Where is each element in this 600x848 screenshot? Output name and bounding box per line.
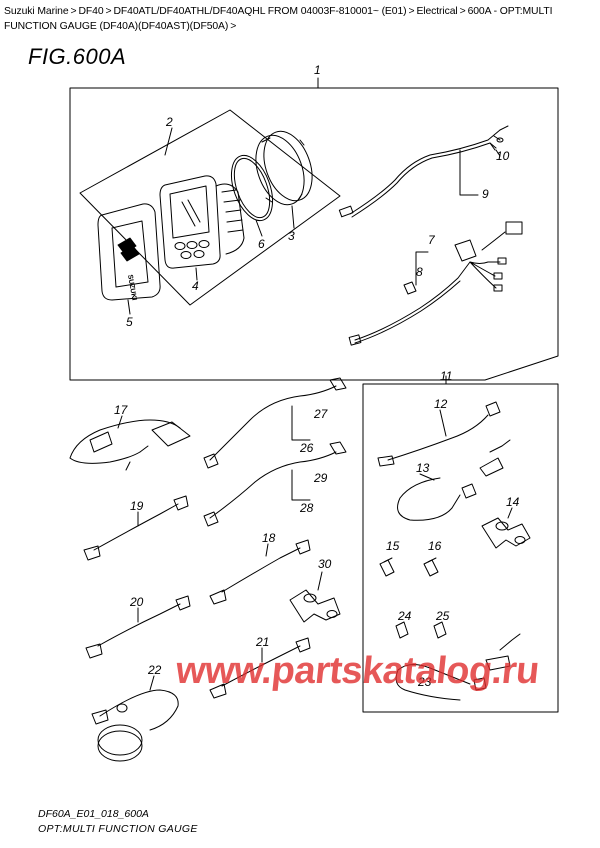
sensor-cable-17 (69, 419, 191, 471)
callout-29: 29 (313, 471, 328, 485)
breadcrumb-item-current: 600A - OPT:MULTI FUNCTION GAUGE (DF40A)(… (4, 6, 553, 32)
callout-13: 13 (416, 461, 430, 475)
terminator-25 (433, 621, 447, 639)
watermark: www.partskatalog.ru (173, 650, 542, 692)
cable-26-27 (203, 377, 347, 469)
callout-6: 6 (258, 237, 265, 251)
bracket-9-10 (459, 149, 479, 196)
gauge-body-part (159, 175, 245, 269)
bracket-26-27 (291, 405, 311, 441)
cable-21 (209, 637, 311, 699)
callout-28: 28 (299, 501, 314, 515)
breadcrumb-item-electrical[interactable]: Electrical (416, 6, 458, 17)
sensor-22 (91, 689, 179, 762)
figure-code: DF60A_E01_018_600A (38, 808, 149, 820)
harness-9-part (338, 125, 509, 218)
callout-22: 22 (147, 663, 162, 677)
t-connector-14 (481, 517, 531, 549)
callout-4: 4 (192, 279, 199, 293)
callout-27: 27 (313, 407, 329, 421)
leader-4 (195, 267, 198, 281)
kit-frame-upper (69, 87, 559, 381)
leader-3 (291, 205, 295, 229)
callout-15: 15 (386, 539, 400, 553)
leader-18 (265, 543, 269, 557)
kit-frame-lower (362, 383, 559, 713)
backbone-cable-13 (397, 439, 511, 521)
leader-10 (489, 142, 496, 151)
breadcrumb-separator: > (230, 21, 237, 32)
callout-1: 1 (314, 63, 321, 77)
leader-2 (164, 127, 173, 156)
breadcrumb-item-df40[interactable]: DF40 (78, 6, 104, 17)
callout-26: 26 (299, 441, 314, 455)
breadcrumb-item-model[interactable]: DF40ATL/DF40ATHL/DF40AQHL FROM 04003F-81… (113, 6, 407, 17)
terminator-16 (423, 557, 439, 577)
cover-part: SUZUKI (97, 203, 161, 301)
callout-5: 5 (126, 315, 133, 329)
backbone-cable-12 (377, 401, 501, 467)
callout-2: 2 (165, 115, 173, 129)
callout-14: 14 (506, 495, 520, 509)
callout-25: 25 (435, 609, 450, 623)
callout-16: 16 (428, 539, 442, 553)
callout-30: 30 (318, 557, 332, 571)
callout-20: 20 (129, 595, 144, 609)
callout-10: 10 (496, 149, 510, 163)
bracket-7-8 (415, 251, 429, 286)
t-connector-30 (289, 589, 341, 623)
leader-22 (149, 675, 155, 691)
leader-5 (127, 299, 131, 315)
callout-7: 7 (428, 233, 436, 247)
figure-caption: OPT:MULTI FUNCTION GAUGE (38, 823, 198, 835)
callout-17: 17 (114, 403, 129, 417)
callout-9: 9 (482, 187, 489, 201)
callout-24: 24 (397, 609, 412, 623)
cable-18 (209, 539, 311, 605)
terminator-24 (395, 621, 409, 639)
cable-20 (85, 595, 191, 659)
leader-12 (439, 409, 447, 437)
leader-13 (419, 473, 435, 481)
callout-11: 11 (440, 369, 452, 383)
leader-6 (255, 219, 263, 237)
breadcrumb-separator: > (459, 6, 466, 17)
callout-3: 3 (288, 229, 295, 243)
callout-18: 18 (262, 531, 276, 545)
o-ring-part (230, 154, 274, 222)
bracket-28-29 (291, 469, 311, 501)
breadcrumb-separator: > (105, 6, 112, 17)
cable-28-29 (203, 441, 347, 527)
harness-7-part (348, 221, 523, 346)
cable-19 (83, 495, 189, 561)
svg-text:SUZUKI: SUZUKI (126, 274, 137, 301)
gauge-box-outline (79, 109, 341, 306)
leader-30 (317, 571, 323, 591)
breadcrumb: Suzuki Marine>DF40>DF40ATL/DF40ATHL/DF40… (4, 4, 594, 34)
leader-14 (507, 507, 513, 519)
breadcrumb-separator: > (70, 6, 77, 17)
callout-23: 23 (417, 675, 432, 689)
figure-title: FIG.600A (28, 44, 127, 69)
cable-23 (395, 633, 521, 701)
terminator-15 (379, 557, 395, 577)
callout-19: 19 (130, 499, 144, 513)
breadcrumb-separator: > (408, 6, 415, 17)
breadcrumb-item-suzuki-marine[interactable]: Suzuki Marine (4, 6, 69, 17)
leader-17 (117, 415, 123, 429)
ring-nut-part (255, 130, 313, 206)
callout-12: 12 (434, 397, 448, 411)
callout-8: 8 (416, 265, 423, 279)
callout-21: 21 (255, 635, 269, 649)
